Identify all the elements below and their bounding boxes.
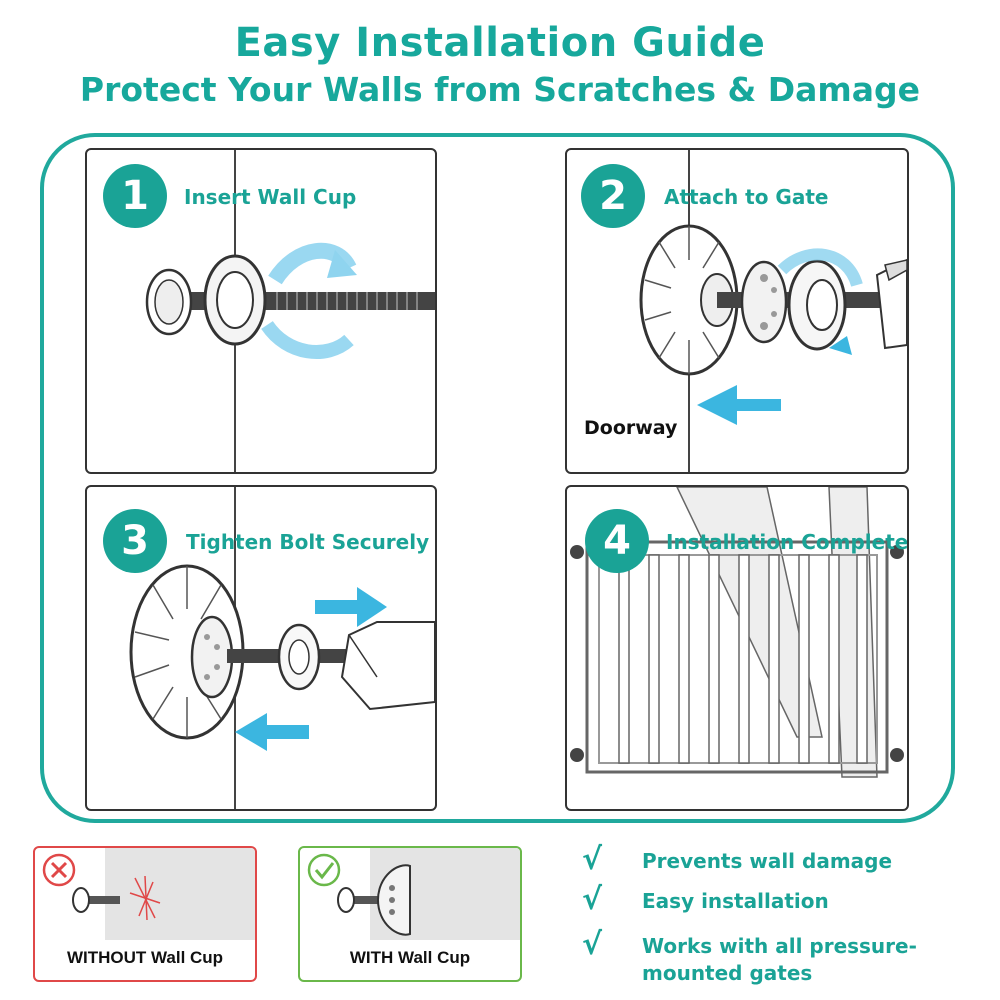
step-1-illustration [145,150,435,472]
feature-1-text: Prevents wall damage [642,849,893,873]
page-title: Easy Installation Guide [234,20,766,66]
doorway-label: Doorway [584,417,678,439]
step-1-panel: 1 Insert Wall Cup [85,148,437,474]
step-3-panel: 3 Tighten Bolt Securely [85,485,437,811]
step-3-illustration [129,487,435,809]
step-4-label: Installation Complete [666,530,909,554]
page-subtitle: Protect Your Walls from Scratches & Dama… [79,70,921,109]
step-2-illustration [639,150,907,472]
step-4-number: 4 [585,509,649,573]
with-wall-cup-illustration [307,848,520,940]
step-4-panel: 4 Installation Complete [565,485,909,811]
with-wall-cup-label: WITH Wall Cup [349,948,471,967]
step-3-label: Tighten Bolt Securely [186,530,430,554]
without-wall-cup-box: WITHOUT Wall Cup [33,846,257,982]
without-wall-cup-label: WITHOUT Wall Cup [66,948,224,967]
check-icon: √ [582,927,603,962]
step-2-label: Attach to Gate [664,185,829,209]
check-icon: √ [582,842,603,877]
step-4-illustration [570,487,904,778]
step-2-number: 2 [581,164,645,228]
without-wall-cup-illustration [42,848,255,940]
step-3-number: 3 [103,509,167,573]
feature-3-text: Works with all pressure-mounted gates [642,934,917,985]
step-2-panel: 2 Attach to Gate Doorway [565,148,909,474]
feature-2-text: Easy installation [642,889,829,913]
check-icon: √ [582,882,603,917]
with-wall-cup-box: WITH Wall Cup [298,846,522,982]
step-1-label: Insert Wall Cup [184,185,357,209]
steps-frame [40,133,955,823]
step-1-number: 1 [103,164,167,228]
